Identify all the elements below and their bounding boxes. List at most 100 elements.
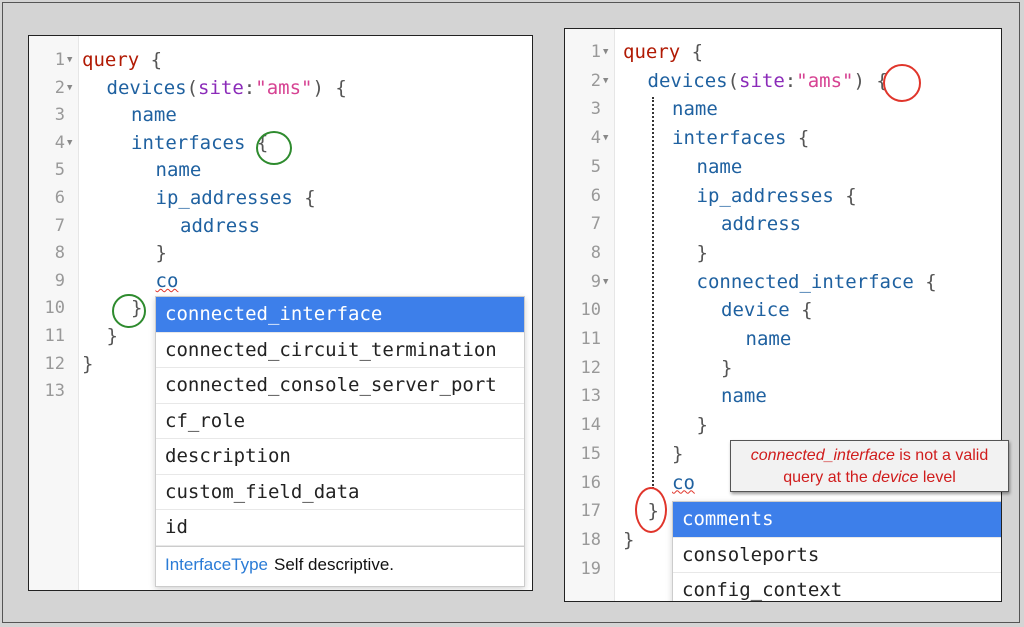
fold-arrow-icon[interactable]: ▼ — [603, 133, 609, 144]
code-token: } — [696, 414, 708, 437]
line-number: 12 — [580, 357, 601, 378]
line-number-gutter — [29, 36, 79, 590]
code-token: "ams" — [255, 76, 313, 99]
code-text: address — [180, 212, 260, 240]
code-token: } — [82, 352, 94, 375]
autocomplete-item[interactable]: connected_circuit_termination — [156, 333, 524, 368]
annotation-callout: connected_interface is not a valid query… — [730, 440, 1009, 492]
code-token: ) { — [312, 76, 347, 99]
code-line[interactable]: 1▼query { — [29, 46, 532, 74]
line-number: 12 — [44, 353, 65, 374]
code-line[interactable]: 2▼devices(site:"ams") { — [29, 74, 532, 102]
line-number: 2 — [54, 77, 65, 98]
autocomplete-item[interactable]: description — [156, 439, 524, 475]
line-number: 5 — [590, 156, 601, 177]
autocomplete-item[interactable]: custom_field_data — [156, 475, 524, 510]
code-token: ) { — [853, 69, 888, 92]
code-token: query — [82, 49, 140, 71]
autocomplete-item[interactable]: connected_interface — [156, 297, 524, 333]
code-token: name — [721, 385, 767, 408]
line-number: 18 — [580, 529, 601, 550]
fold-arrow-icon[interactable]: ▼ — [603, 75, 609, 86]
line-number: 16 — [580, 472, 601, 493]
code-line[interactable]: 4▼interfaces { — [565, 124, 1001, 152]
code-text: name — [672, 95, 718, 123]
fold-arrow-icon[interactable]: ▼ — [67, 55, 73, 65]
code-text: interfaces { — [672, 124, 809, 152]
code-token: name — [745, 328, 792, 350]
line-number: 9 — [590, 271, 601, 292]
autocomplete-item[interactable]: connected_console_server_port — [156, 368, 524, 404]
code-text: } — [156, 239, 167, 267]
code-line[interactable]: 15} — [565, 440, 1001, 468]
code-line[interactable]: 2▼devices(site:"ams") { — [565, 67, 1001, 95]
fold-arrow-icon[interactable]: ▼ — [67, 82, 73, 93]
line-number: 11 — [44, 326, 65, 346]
code-line[interactable]: 14} — [565, 411, 1001, 439]
code-text: devices(site:"ams") { — [648, 67, 888, 95]
code-line[interactable]: 19 — [565, 555, 1001, 583]
code-line[interactable]: 11 name — [565, 325, 1001, 353]
hint-description: Self descriptive. — [274, 554, 395, 574]
code-line[interactable]: 18} — [565, 526, 1001, 554]
line-number: 11 — [580, 329, 601, 349]
line-number: 1 — [590, 42, 601, 62]
line-number: 10 — [44, 298, 65, 319]
callout-field-name: connected_interface — [750, 447, 895, 464]
callout-text-2: query at the — [783, 469, 873, 486]
line-number: 17 — [580, 501, 601, 522]
line-number: 5 — [54, 160, 65, 181]
code-line[interactable]: 13 — [29, 377, 532, 405]
code-token: : — [243, 76, 256, 99]
autocomplete-item[interactable]: cf_role — [156, 404, 524, 439]
code-line[interactable]: 1▼query { — [565, 38, 1001, 66]
autocomplete-item[interactable]: consoleports — [673, 538, 1001, 573]
autocomplete-item[interactable]: id — [156, 510, 524, 546]
code-text: ip_addresses { — [697, 182, 857, 210]
fold-arrow-icon[interactable]: ▼ — [67, 137, 73, 148]
code-line[interactable]: 9▼connected_interface { — [565, 268, 1001, 296]
code-line[interactable]: 8} — [565, 239, 1001, 267]
code-text: name — [721, 382, 767, 410]
code-token: interfaces — [131, 131, 246, 154]
code-token: ( — [186, 76, 199, 99]
code-line[interactable]: 8} — [29, 239, 532, 267]
code-token: } — [721, 356, 733, 379]
code-text: device { — [721, 296, 813, 324]
code-token: co — [672, 471, 695, 494]
code-token: device — [721, 299, 790, 322]
code-line[interactable]: 12} — [29, 350, 532, 378]
line-number: 19 — [580, 558, 601, 579]
code-line[interactable]: 16 co — [565, 469, 1001, 497]
autocomplete-item[interactable]: config_context — [673, 573, 1001, 601]
code-token: interfaces — [672, 127, 787, 150]
fold-arrow-icon[interactable]: ▼ — [603, 276, 609, 287]
code-text: query { — [82, 46, 162, 74]
code-line[interactable]: 12} — [565, 354, 1001, 382]
line-number: 13 — [44, 381, 65, 402]
line-number: 9 — [54, 270, 65, 291]
code-token: } — [155, 242, 167, 265]
code-text: name — [131, 101, 177, 129]
autocomplete-item[interactable]: comments — [673, 502, 1001, 538]
code-token: query — [623, 41, 681, 63]
code-line[interactable]: 11} — [29, 322, 532, 350]
hint-type-link[interactable]: InterfaceType — [165, 554, 269, 574]
callout-text-3: level — [918, 469, 956, 486]
fold-arrow-icon[interactable]: ▼ — [603, 47, 609, 57]
